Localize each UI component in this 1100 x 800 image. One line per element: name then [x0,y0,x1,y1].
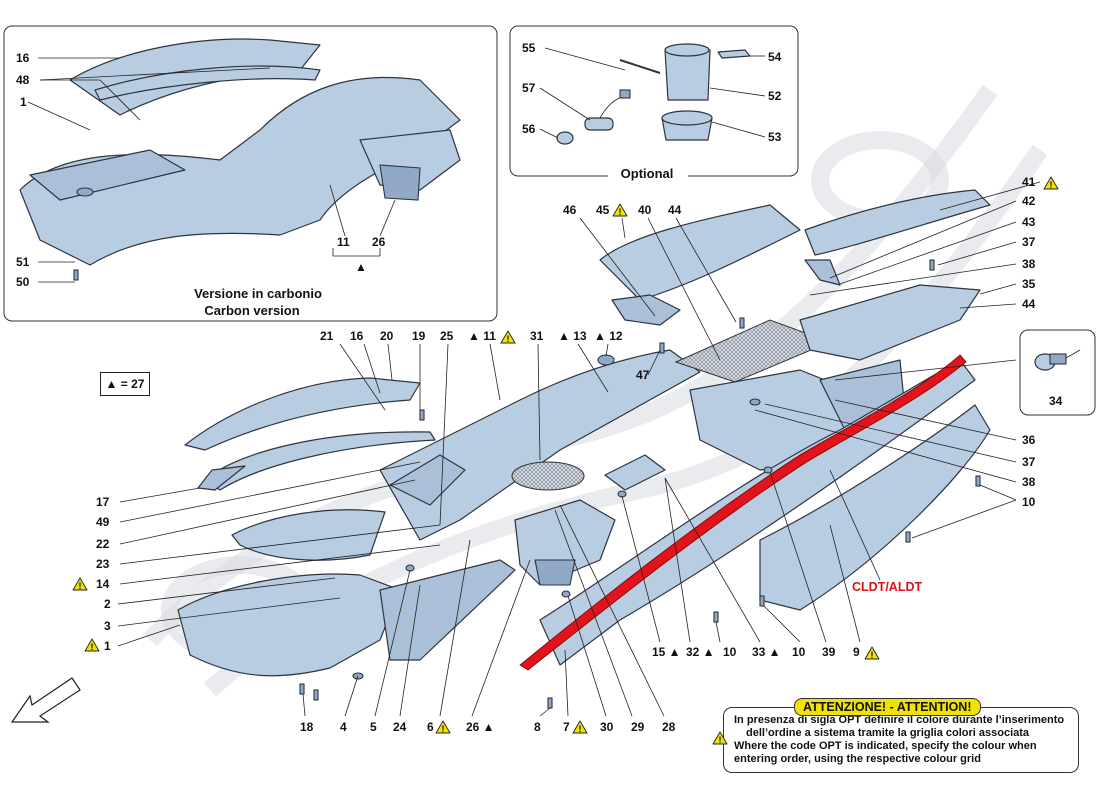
attention-line: dell’ordine a sistema tramite la griglia… [746,727,1030,739]
attention-line: entering order, using the respective col… [734,753,981,765]
part-label: 51 [16,255,30,269]
part-label: 19 [412,329,426,343]
part-label: 11 [337,235,350,249]
part-label: 39 [822,645,836,659]
part-label: 55 [522,41,536,55]
part-label: 23 [96,557,110,571]
part-label: 46 [563,203,577,217]
part-label: 53 [768,130,782,144]
optional-title: Optional [621,166,674,181]
part-label: 15 ▲ [652,645,681,659]
part-label: 14 [96,577,110,591]
part-label: 43 [1022,215,1036,229]
part-label: 7 [563,720,570,734]
part-label: 24 [393,720,407,734]
warning-icon [72,577,88,591]
part-label: 37 [1022,235,1036,249]
part-label: 44 [668,203,682,217]
inset-optional [509,25,799,184]
warning-icon: ! [712,731,728,745]
attention-line: Where the code OPT is indicated, specify… [734,740,1037,752]
inset-part-34 [1019,329,1096,416]
part-label: 42 [1022,194,1036,208]
part-label: 16 [16,51,30,65]
inset-caption-en: Carbon version [204,303,299,318]
inset-caption-it: Versione in carbonio [194,286,322,301]
part-label: 35 [1022,277,1036,291]
part-label: 10 [1022,495,1036,509]
part-label: 3 [104,619,111,633]
part-label: 25 [440,329,454,343]
part-label: 32 ▲ [686,645,715,659]
part-label: 48 [16,73,30,87]
direction-arrow-icon [10,677,81,723]
part-label: ▲ 12 [594,329,623,343]
part-label: 38 [1022,257,1036,271]
part-label: 4 [340,720,347,734]
triangle-legend: ▲ = 27 [100,372,150,396]
part-label: 10 [723,645,737,659]
part-label: 45 [596,203,610,217]
part-label: 41 [1022,175,1036,189]
warning-icon [572,720,588,734]
warning-icon [864,646,880,660]
part-label: 26 [372,235,386,249]
part-label: 17 [96,495,110,509]
part-label: 30 [600,720,614,734]
part-label: 57 [522,81,536,95]
part-label: 33 ▲ [752,645,781,659]
warning-icon [1043,176,1059,190]
part-label: 20 [380,329,394,343]
part-label: 1 [104,639,111,653]
part-label: 47 [636,368,650,382]
part-labels: 16 48 1 51 50 11 26 ▲ 55 54 57 52 56 53 … [16,41,1063,734]
part-label: 34 [1049,394,1063,408]
part-label: 5 [370,720,377,734]
attention-note: ATTENZIONE! - ATTENTION! In presenza di … [723,698,1079,773]
part-label: 29 [631,720,645,734]
warning-icon [435,720,451,734]
part-label: 18 [300,720,314,734]
part-label: 37 [1022,455,1036,469]
part-label: 54 [768,50,782,64]
part-label: 16 [350,329,364,343]
inset-carbon-version [3,25,498,322]
part-label: 56 [522,122,536,136]
part-label: 31 [530,329,544,343]
leader-lines [27,47,1041,717]
part-label: 38 [1022,475,1036,489]
part-label: 22 [96,537,110,551]
svg-text:!: ! [719,735,722,745]
part-label: 36 [1022,433,1036,447]
part-label: 6 [427,720,434,734]
part-label: 26 ▲ [466,720,495,734]
attention-title: ATTENZIONE! - ATTENTION! [794,698,981,716]
part-label: 8 [534,720,541,734]
part-label: 49 [96,515,110,529]
attention-line: In presenza di sigla OPT definire il col… [734,714,1065,726]
part-label: ▲ 11 [468,329,496,343]
part-label: 44 [1022,297,1036,311]
part-label: 2 [104,597,111,611]
part-label: 40 [638,203,652,217]
part-label: 52 [768,89,782,103]
warning-icon [84,638,100,652]
part-label: 28 [662,720,676,734]
part-label: 1 [20,95,27,109]
warning-icon [500,330,516,344]
part-label: 50 [16,275,30,289]
part-label: ▲ 13 [558,329,587,343]
red-seal-callout: CLDT/ALDT [852,580,922,594]
part-label: 9 [853,645,860,659]
part-label: 21 [320,329,334,343]
warning-icon [612,203,628,217]
part-label: 10 [792,645,806,659]
triangle-icon: ▲ [355,260,367,274]
